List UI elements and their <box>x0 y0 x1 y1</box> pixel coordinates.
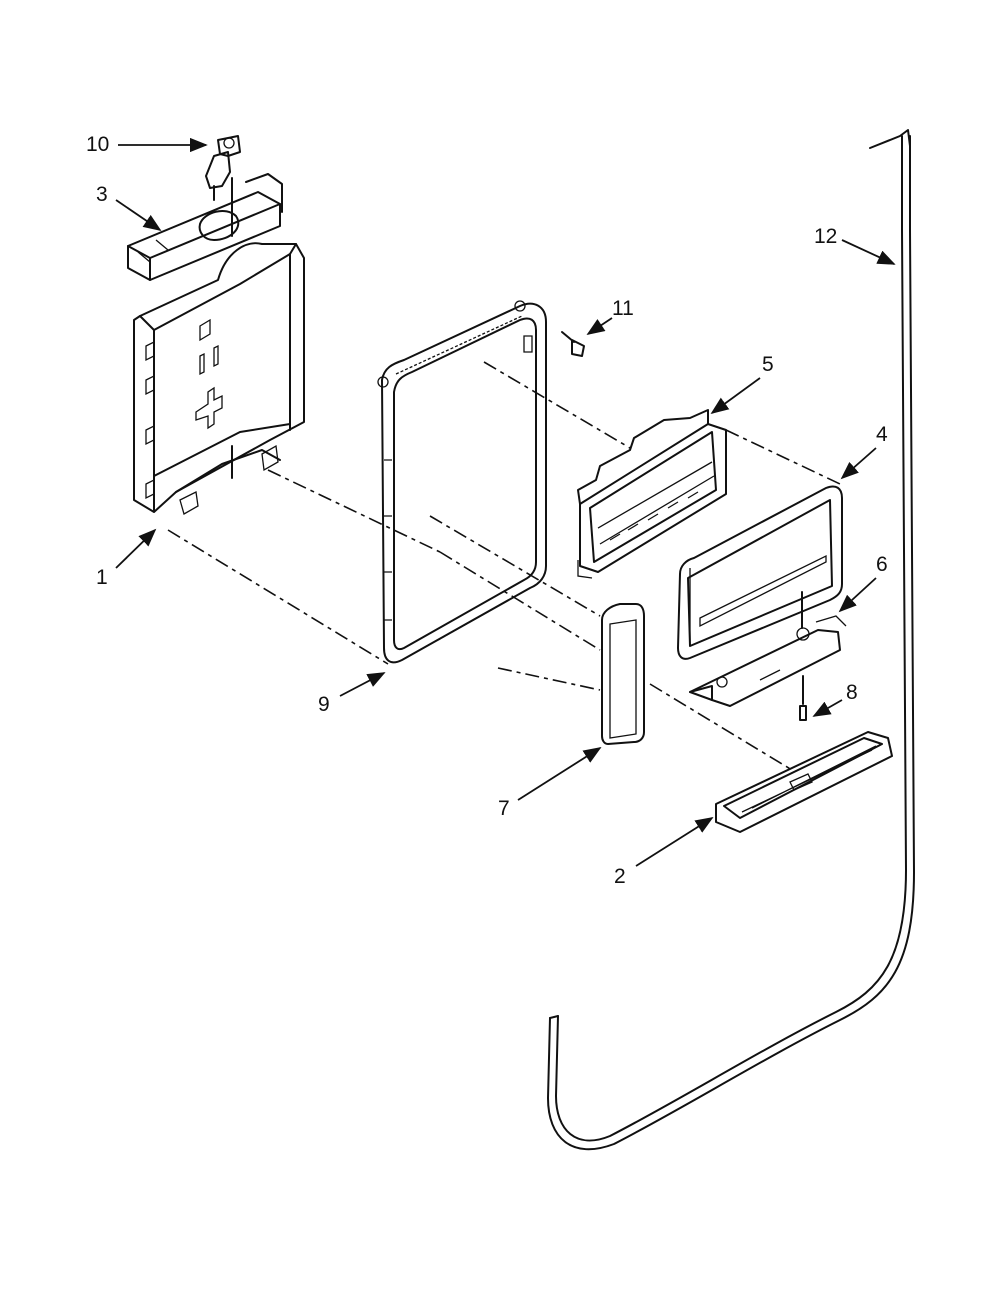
part-7-lens <box>601 603 645 745</box>
callout-4: 4 <box>876 423 888 446</box>
part-3-bracket <box>127 173 283 281</box>
callout-1: 1 <box>96 566 108 589</box>
callout-6: 6 <box>876 553 888 576</box>
part-4-cover <box>677 485 843 660</box>
callout-11: 11 <box>612 297 634 320</box>
callout-5: 5 <box>762 353 774 376</box>
part-1-housing <box>133 242 305 515</box>
leader-arrows <box>115 137 896 867</box>
callout-2: 2 <box>614 865 626 888</box>
callout-3: 3 <box>96 183 108 206</box>
part-10-fitting <box>205 135 241 201</box>
callout-8: 8 <box>846 681 858 704</box>
alignment-lines <box>167 361 841 771</box>
part-6-bracket <box>689 591 847 707</box>
part-8-screw <box>799 675 807 721</box>
callout-10: 10 <box>86 133 110 156</box>
callout-9: 9 <box>318 693 330 716</box>
callout-12: 12 <box>814 225 838 248</box>
part-9-frame <box>377 300 547 664</box>
part-11-screw <box>561 331 585 357</box>
part-12-tube <box>547 129 915 1151</box>
callout-7: 7 <box>498 797 510 820</box>
part-5-control-board <box>577 409 727 579</box>
part-2-drip-tray <box>715 731 893 833</box>
